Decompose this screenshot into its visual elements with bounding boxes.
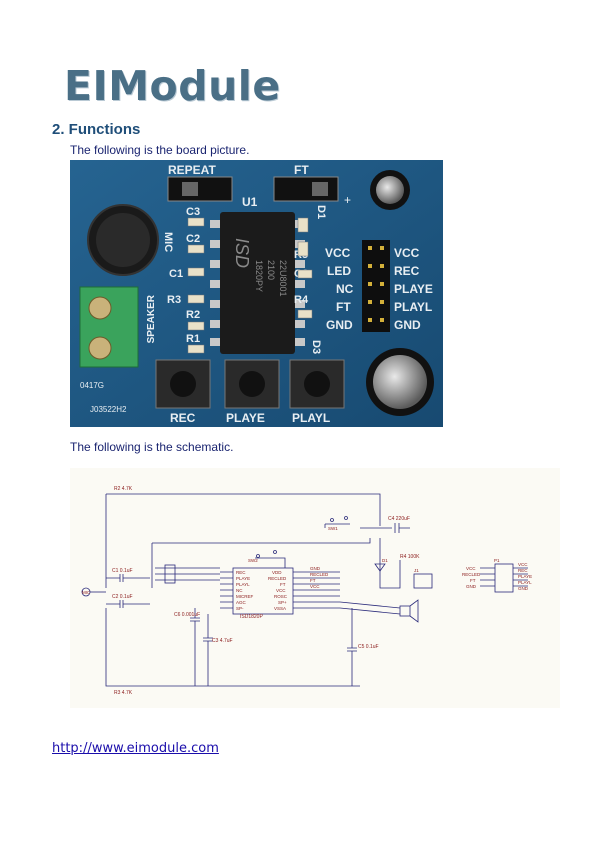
net-p1: P1 xyxy=(494,558,500,563)
eimodule-logo: EIModule xyxy=(64,62,281,110)
schem-c3: C3 4.7uF xyxy=(212,638,233,644)
p1-right-3: PLAYE xyxy=(518,574,532,579)
p1-right-2: REC xyxy=(518,568,528,573)
board-picture: REPEAT FT MIC U1 ISD 1820PY 2100 22U8001… xyxy=(70,160,443,427)
chip-pin-l1: REC xyxy=(236,570,246,575)
d1-label: D1 xyxy=(315,205,327,219)
p1-left-2: RECLED xyxy=(462,572,481,577)
board-code-1: 0417G xyxy=(80,381,104,390)
button-playe-label: PLAYE xyxy=(226,411,265,425)
header-right-gnd: GND xyxy=(394,318,421,332)
schem-r2: R2 4.7K xyxy=(114,486,133,492)
chip-pin-r2: RECLED xyxy=(268,576,287,581)
speaker-label: SPEAKER xyxy=(146,294,157,343)
net-d1: D1 xyxy=(382,558,388,563)
net-recled: RECLED xyxy=(310,572,329,577)
p1-left-4: GND xyxy=(466,584,477,589)
schem-c1: C1 0.1uF xyxy=(112,568,133,574)
header-left-ft: FT xyxy=(336,300,351,314)
schem-c5: C5 0.1uF xyxy=(358,644,379,650)
schem-r4: R4 100K xyxy=(400,554,420,560)
net-ft: FT xyxy=(310,578,316,583)
chip-pin-l5: MICREF xyxy=(236,594,253,599)
chip-pin-r4: VCC xyxy=(276,588,286,593)
schematic-diagram: R2 4.7K R3 4.7K R4 100K C1 0.1uF C2 0.1u… xyxy=(70,468,560,708)
board-caption: The following is the board picture. xyxy=(70,143,250,157)
d3-label: D3 xyxy=(310,340,322,354)
chip-pin-l2: PLAYE xyxy=(236,576,250,581)
r3-label: R3 xyxy=(167,294,181,306)
p1-right-1: VCC xyxy=(518,562,528,567)
chip-part: 1820PY xyxy=(254,260,264,292)
p1-right-4: PLAYL xyxy=(518,580,532,585)
chip-pin-l6: AGC xyxy=(236,600,247,605)
p1-right-5: GND xyxy=(518,586,529,591)
mic-label: MIC xyxy=(162,232,174,252)
chip-pin-r6: SP+ xyxy=(278,600,287,605)
c1-label: C1 xyxy=(169,268,183,280)
schem-r3: R3 4.7K xyxy=(114,690,133,696)
chip-code: 2100 xyxy=(266,260,276,280)
chip-brand: ISD xyxy=(232,238,252,268)
svg-text:+: + xyxy=(344,193,351,207)
net-j1: J1 xyxy=(414,568,419,573)
c3-label: C3 xyxy=(186,206,200,218)
net-sw2: SW2 xyxy=(248,558,258,563)
section-heading: 2. Functions xyxy=(52,121,141,138)
chip-pin-r5: ROSC xyxy=(274,594,288,599)
schem-c6: C6 0.001uF xyxy=(174,612,200,618)
header-left-gnd: GND xyxy=(326,318,353,332)
button-playl-label: PLAYL xyxy=(292,411,330,425)
p1-left-3: FT xyxy=(470,578,476,583)
eimodule-website-link[interactable]: http://www.eimodule.com xyxy=(52,741,219,756)
chip-pin-r3: FT xyxy=(280,582,286,587)
schem-c2: C2 0.1uF xyxy=(112,594,133,600)
chip-pin-r7: VSSA xyxy=(274,606,286,611)
ft-switch-label: FT xyxy=(294,163,309,177)
schem-chip-name: ISD1820P xyxy=(240,614,263,620)
p1-left-1: VCC xyxy=(466,566,476,571)
header-left-vcc: VCC xyxy=(325,246,351,260)
header-right-playl: PLAYL xyxy=(394,300,432,314)
header-right-playe: PLAYE xyxy=(394,282,433,296)
schem-c4: C4 220uF xyxy=(388,516,410,522)
r2-label: R2 xyxy=(186,309,200,321)
net-gnd: GND xyxy=(310,566,321,571)
button-rec-label: REC xyxy=(170,411,196,425)
board-code-2: J03522H2 xyxy=(90,405,127,414)
net-sw1: SW1 xyxy=(328,526,338,531)
header-left-nc: NC xyxy=(336,282,354,296)
u1-label: U1 xyxy=(242,195,258,209)
net-vcc: VCC xyxy=(310,584,320,589)
repeat-switch-label: REPEAT xyxy=(168,163,216,177)
r4-label: R4 xyxy=(294,294,309,306)
header-left-led: LED xyxy=(327,264,351,278)
chip-pin-l4: NC xyxy=(236,588,243,593)
schematic-caption: The following is the schematic. xyxy=(70,440,234,454)
net-mic: MIC xyxy=(82,590,91,595)
chip-pin-r1: VDD xyxy=(272,570,282,575)
header-right-rec: REC xyxy=(394,264,420,278)
r1-label: R1 xyxy=(186,333,200,345)
chip-pin-l7: SP- xyxy=(236,606,244,611)
c2-label: C2 xyxy=(186,233,200,245)
chip-lot: 22U8001 xyxy=(278,260,288,297)
chip-pin-l3: PLAYL xyxy=(236,582,250,587)
header-right-vcc: VCC xyxy=(394,246,420,260)
